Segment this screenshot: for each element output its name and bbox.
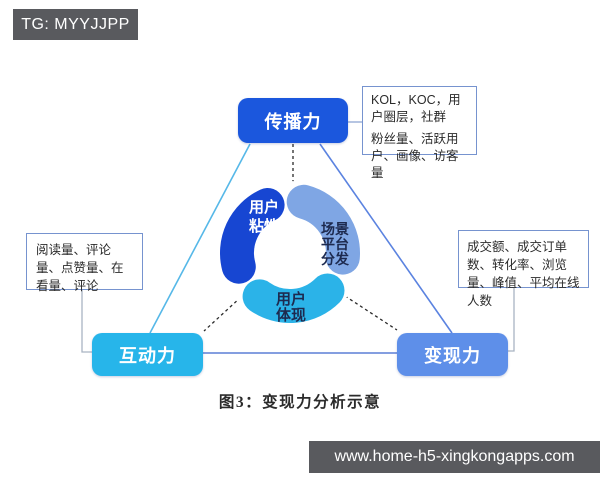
node-interaction-power: 互动力 — [92, 333, 203, 376]
connector-monetize-note — [507, 288, 515, 352]
figure-caption: 图3：变现力分析示意 — [218, 394, 382, 411]
website-watermark: www.home-h5-xingkongapps.com — [309, 441, 600, 473]
cycle-label-scene-platform: 场景 平台 分发 — [321, 221, 349, 267]
note-spread-metrics-line2: 粉丝量、活跃用户、画像、访客量 — [371, 131, 459, 180]
note-monetization-metrics: 成交额、成交订单数、转化率、浏览量、峰值、平均在线人数 — [458, 230, 589, 308]
note-interaction-metrics: 阅读量、评论量、点赞量、在看量、评论 — [26, 233, 143, 293]
connector-interact-note — [81, 289, 92, 353]
dashed-spoke-left — [203, 296, 242, 332]
cycle-arc-user-stickiness — [220, 188, 285, 284]
telegram-watermark-badge: TG: MYYJJPP — [13, 9, 138, 40]
cycle-label-user-stickiness: 用户 粘性 — [248, 199, 279, 235]
triangle-edge-right — [319, 143, 453, 334]
cycle-label-user-realization: 用户 体现 — [275, 291, 306, 324]
cycle-arc-scene-platform — [286, 184, 360, 275]
dashed-spoke-right — [344, 295, 398, 331]
node-monetization-power: 变现力 — [397, 333, 508, 376]
node-spread-power: 传播力 — [238, 98, 348, 143]
triangle-edge-left — [149, 143, 251, 334]
note-spread-metrics: KOL，KOC，用户圈层，社群 粉丝量、活跃用户、画像、访客量 — [362, 86, 477, 180]
note-spread-metrics-line1: KOL，KOC，用户圈层，社群 — [371, 93, 461, 124]
cycle-arc-user-realization — [242, 273, 345, 323]
